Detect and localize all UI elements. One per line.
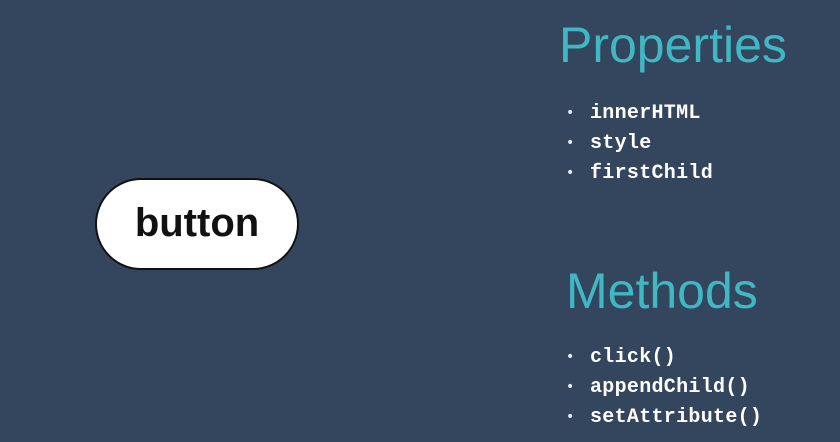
- list-item: • appendChild(): [566, 372, 762, 402]
- list-item: • style: [566, 128, 713, 158]
- property-innerhtml: innerHTML: [590, 101, 701, 125]
- element-node-pill: button: [95, 178, 299, 270]
- bullet-dot-icon: •: [566, 135, 575, 151]
- methods-heading: Methods: [566, 263, 758, 319]
- element-node-label: button: [134, 201, 260, 245]
- bullet-dot-icon: •: [566, 409, 575, 425]
- bullet-dot-icon: •: [566, 105, 575, 121]
- methods-list: • click() • appendChild() • setAttribute…: [566, 342, 762, 432]
- bullet-dot-icon: •: [566, 165, 575, 181]
- properties-heading: Properties: [559, 17, 787, 73]
- list-item: • setAttribute(): [566, 402, 762, 432]
- property-firstchild: firstChild: [590, 161, 714, 185]
- bullet-dot-icon: •: [566, 349, 575, 365]
- list-item: • click(): [566, 342, 762, 372]
- method-setattribute: setAttribute(): [590, 405, 763, 429]
- list-item: • firstChild: [566, 158, 713, 188]
- method-click: click(): [590, 345, 677, 369]
- properties-list: • innerHTML • style • firstChild: [566, 98, 713, 188]
- list-item: • innerHTML: [566, 98, 713, 128]
- method-appendchild: appendChild(): [590, 375, 750, 399]
- bullet-dot-icon: •: [566, 379, 575, 395]
- property-style: style: [590, 131, 652, 155]
